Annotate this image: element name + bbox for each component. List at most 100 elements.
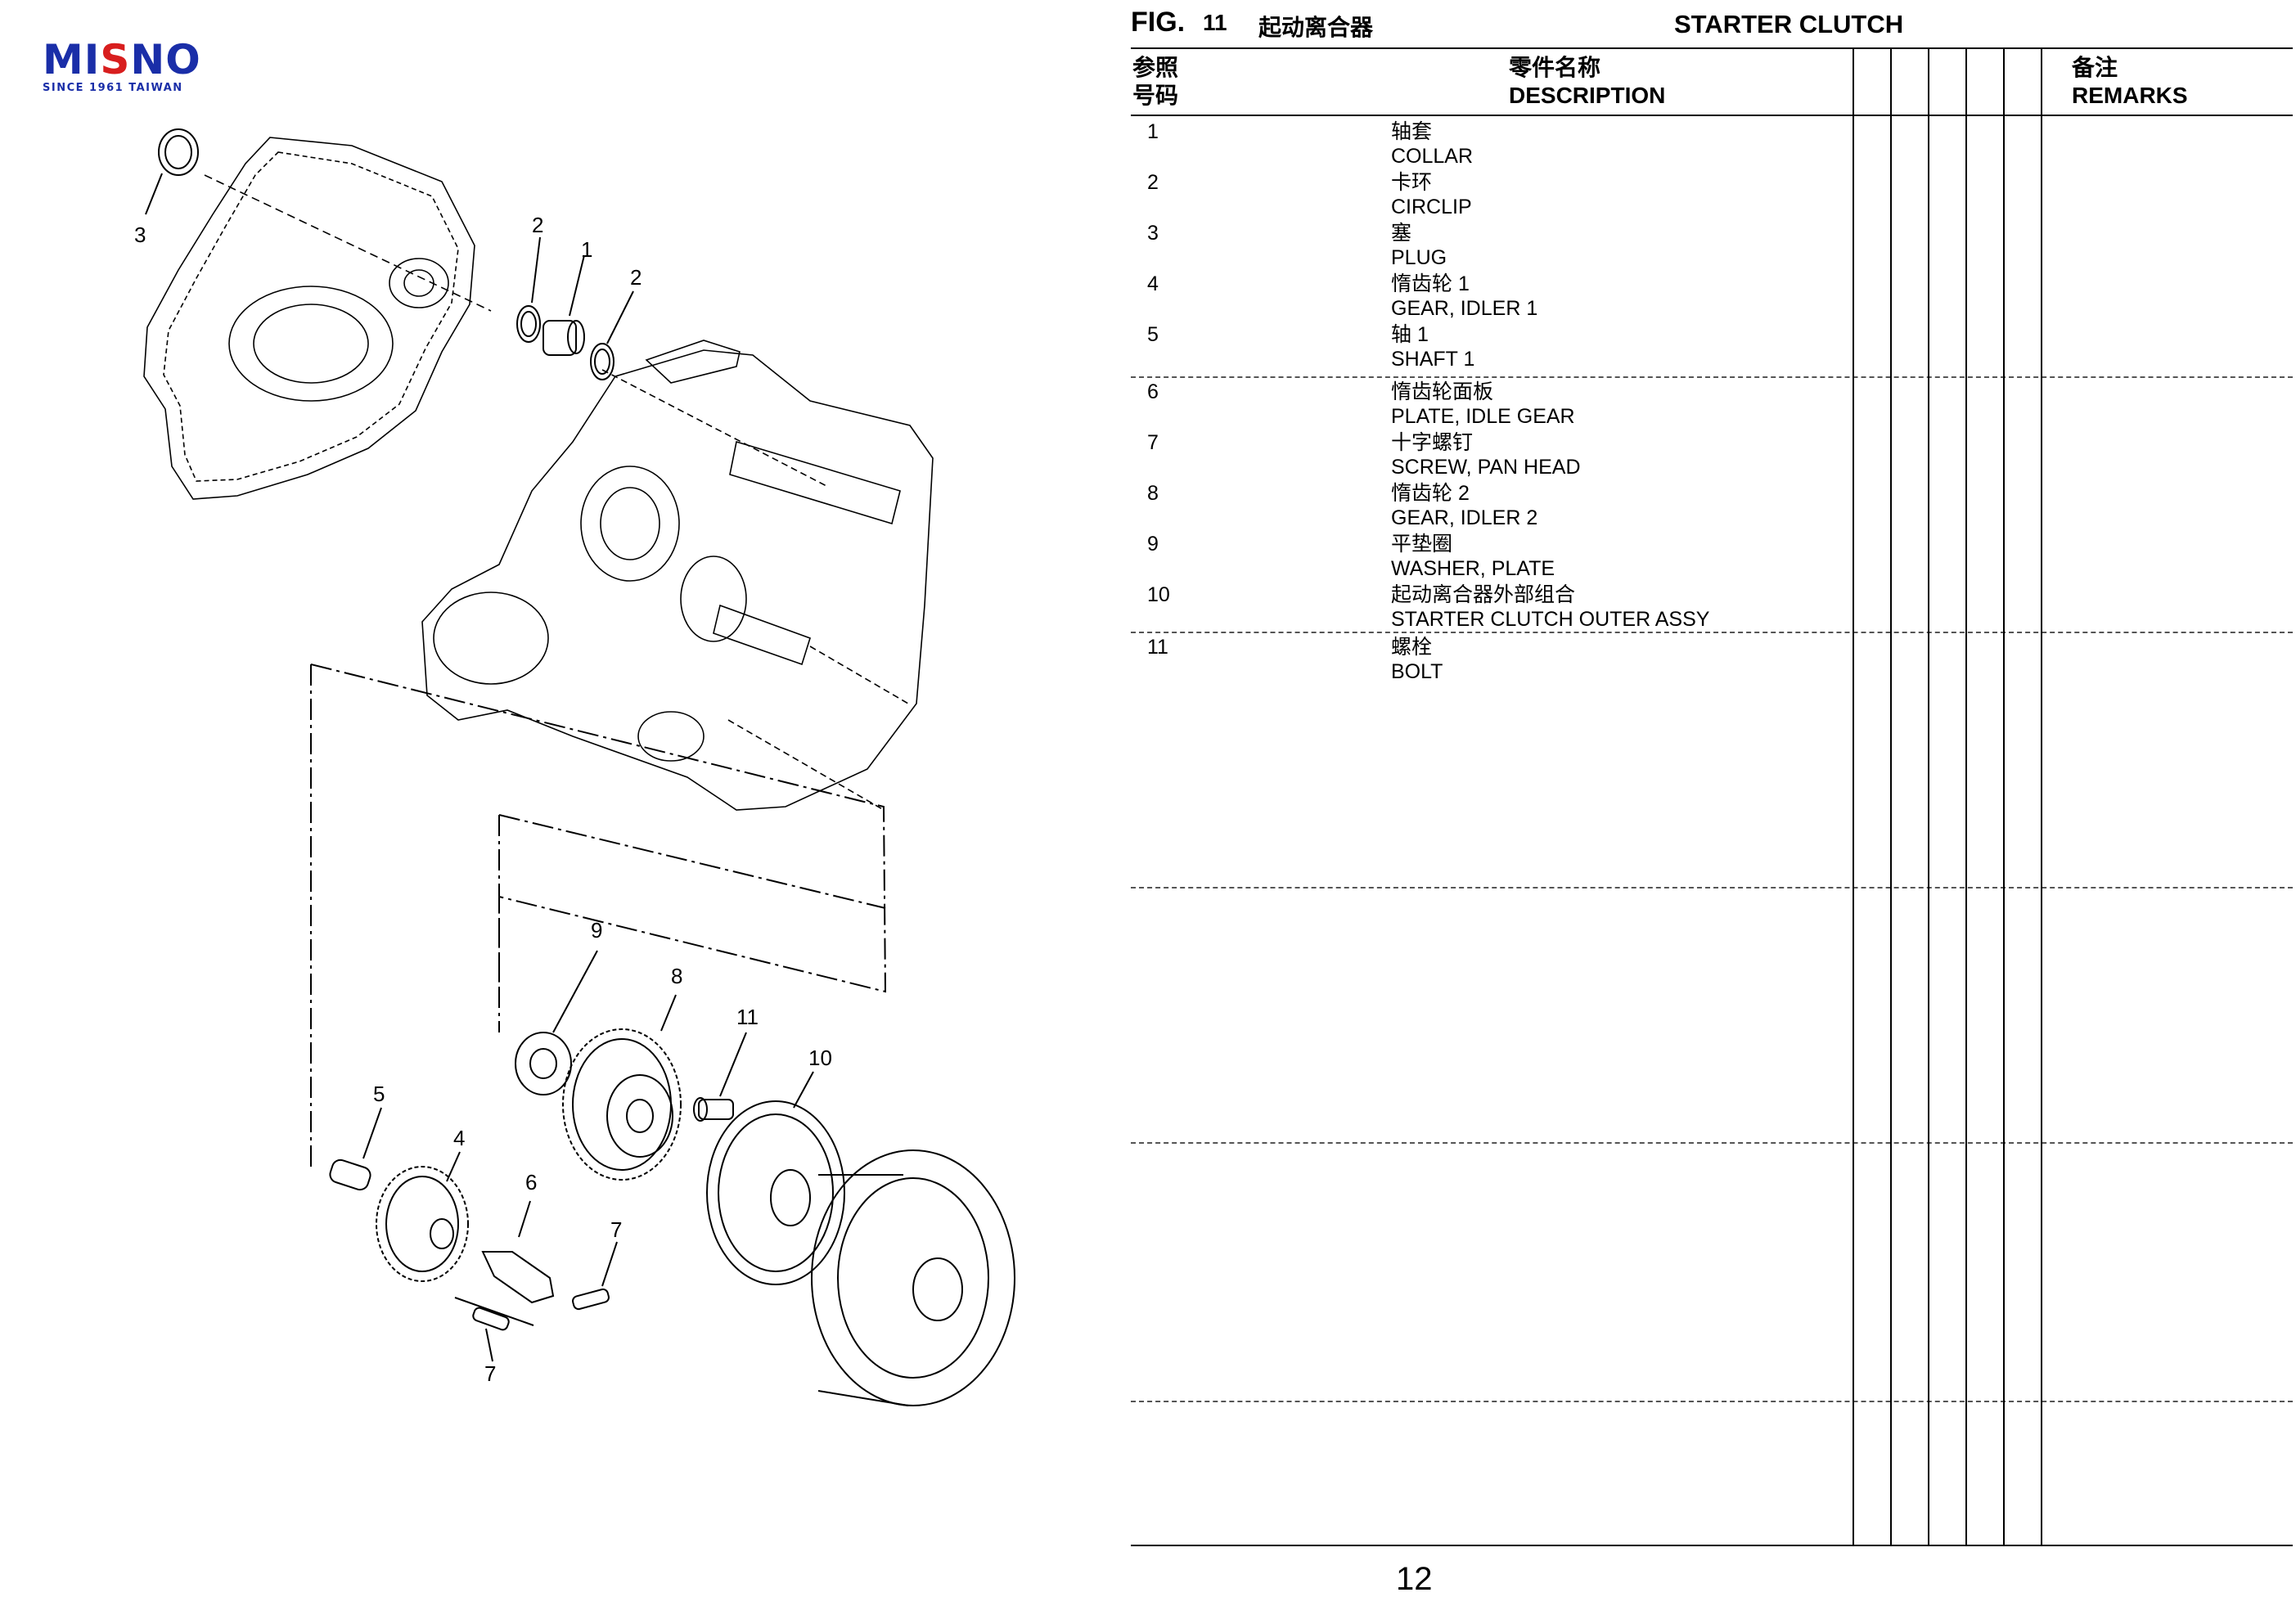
group-divider [1131, 376, 2293, 378]
col-header-ref: 参照 号码 [1132, 54, 1178, 110]
col-header-ref-cn: 参照 [1132, 55, 1179, 80]
table-row: 4 惰齿轮 1 GEAR, IDLER 1 [1131, 272, 1851, 322]
part-name-en: PLUG [1391, 246, 1447, 269]
part-5-shaft [329, 1107, 382, 1191]
part-name-en: WASHER, PLATE [1391, 557, 1555, 580]
table-row: 8 惰齿轮 2 GEAR, IDLER 2 [1131, 481, 1851, 532]
part-7-screws [454, 1241, 618, 1362]
part-name-cn: 螺栓 [1391, 636, 1433, 659]
part-name-cn: 卡环 [1391, 171, 1433, 194]
exploded-frame-outline [310, 664, 887, 1168]
callout-7a: 7 [610, 1217, 622, 1242]
ref-number: 5 [1147, 323, 1159, 346]
part-4-gear [376, 1151, 469, 1282]
callout-11: 11 [736, 1005, 759, 1029]
ref-number: 6 [1147, 380, 1159, 403]
part-name-cn: 起动离合器外部组合 [1391, 583, 1576, 606]
table-row: 9 平垫圈 WASHER, PLATE [1131, 532, 1851, 583]
part-name-en: GEAR, IDLER 2 [1391, 506, 1538, 529]
table-top-rule [1131, 47, 2293, 49]
group-divider [1131, 632, 2293, 633]
part-name-cn: 塞 [1391, 222, 1412, 245]
fig-label: FIG. [1131, 7, 1186, 38]
part-name-cn: 轴 1 [1391, 323, 1429, 346]
callout-6: 6 [525, 1170, 537, 1194]
col-header-remarks: 备注 REMARKS [2072, 54, 2188, 110]
column-line [1965, 47, 1967, 1546]
column-line [1890, 47, 1892, 1546]
table-header-rule [1131, 115, 2293, 116]
diagram-callouts: 3 2 1 2 9 8 11 10 5 4 6 7 7 [134, 213, 832, 1386]
table-row: 7 十字螺钉 SCREW, PAN HEAD [1131, 430, 1851, 481]
ref-number: 4 [1147, 272, 1159, 295]
page-number: 12 [1396, 1561, 1433, 1597]
engine-crankcase [421, 340, 934, 811]
callout-5: 5 [373, 1082, 385, 1106]
group-divider [1131, 1142, 2293, 1144]
callout-1: 1 [581, 237, 592, 262]
part-9-washer [515, 950, 598, 1095]
part-3-plug [145, 128, 199, 215]
part-name-cn: 平垫圈 [1391, 533, 1453, 556]
part-8-gear [562, 994, 682, 1181]
part-6-plate [481, 1200, 555, 1304]
fig-number: 11 [1203, 10, 1227, 35]
part-name-cn: 十字螺钉 [1391, 431, 1474, 454]
table-bottom-rule [1131, 1545, 2293, 1546]
ref-number: 3 [1147, 222, 1159, 245]
ref-number: 7 [1147, 431, 1159, 454]
crankcase-cover [143, 137, 492, 500]
column-line [1928, 47, 1929, 1546]
logo-wordmark: MISNO [43, 36, 201, 83]
table-row: 3 塞 PLUG [1131, 221, 1851, 272]
group-divider [1131, 1401, 2293, 1402]
col-header-description: 零件名称 DESCRIPTION [1509, 54, 1665, 110]
ref-number: 9 [1147, 533, 1159, 556]
part-name-cn: 惰齿轮 1 [1391, 272, 1470, 295]
flywheel-rotor [811, 1149, 1015, 1406]
ref-number: 11 [1147, 636, 1168, 659]
part-name-en: GEAR, IDLER 1 [1391, 297, 1538, 320]
part-name-en: COLLAR [1391, 145, 1474, 168]
parts-table: 参照 号码 零件名称 DESCRIPTION 备注 REMARKS 1 轴套 C… [1131, 47, 2293, 1546]
part-name-en: BOLT [1391, 660, 1443, 683]
col-header-remarks-cn: 备注 [2072, 55, 2118, 80]
column-line [2041, 47, 2042, 1546]
part-name-en: SCREW, PAN HEAD [1391, 456, 1581, 479]
part-name-en: STARTER CLUTCH OUTER ASSY [1391, 608, 1710, 631]
fig-title-en: STARTER CLUTCH [1674, 10, 1904, 38]
part-name-cn: 惰齿轮面板 [1391, 380, 1494, 403]
table-row: 6 惰齿轮面板 PLATE, IDLE GEAR [1131, 380, 1851, 430]
logo-tagline: SINCE 1961 TAIWAN [43, 82, 183, 94]
col-header-desc-en: DESCRIPTION [1509, 83, 1666, 108]
col-header-desc-cn: 零件名称 [1509, 55, 1601, 80]
callout-2a: 2 [532, 213, 543, 237]
part-name-en: CIRCLIP [1391, 196, 1472, 218]
part-11-bolt [693, 1032, 747, 1122]
table-row: 10 起动离合器外部组合 STARTER CLUTCH OUTER ASSY [1131, 583, 1851, 633]
part-name-en: PLATE, IDLE GEAR [1391, 405, 1575, 428]
col-header-remarks-en: REMARKS [2072, 83, 2188, 108]
callout-4: 4 [453, 1126, 465, 1150]
callout-9: 9 [591, 918, 602, 942]
callout-10: 10 [808, 1046, 832, 1070]
callout-7b: 7 [484, 1361, 496, 1386]
table-row: 1 轴套 COLLAR [1131, 119, 1851, 170]
parts-1-2-collar-circlips [516, 236, 634, 380]
exploded-parts-diagram: 3 2 1 2 9 8 11 10 5 4 6 7 7 [134, 128, 1015, 1406]
part-name-cn: 轴套 [1391, 120, 1433, 143]
callout-3: 3 [134, 223, 146, 247]
ref-number: 2 [1147, 171, 1159, 194]
ref-number: 1 [1147, 120, 1159, 143]
table-row: 5 轴 1 SHAFT 1 [1131, 322, 1851, 373]
group-divider [1131, 887, 2293, 888]
table-row: 2 卡环 CIRCLIP [1131, 170, 1851, 221]
part-name-cn: 惰齿轮 2 [1391, 482, 1470, 505]
col-header-ref-cn2: 号码 [1132, 83, 1179, 108]
callout-8: 8 [671, 964, 682, 988]
figure-header: FIG. 11 起动离合器 STARTER CLUTCH [1131, 7, 2293, 40]
part-name-en: SHAFT 1 [1391, 348, 1475, 371]
ref-number: 8 [1147, 482, 1159, 505]
column-line [1853, 47, 1854, 1546]
fig-title-cn: 起动离合器 [1258, 15, 1374, 40]
